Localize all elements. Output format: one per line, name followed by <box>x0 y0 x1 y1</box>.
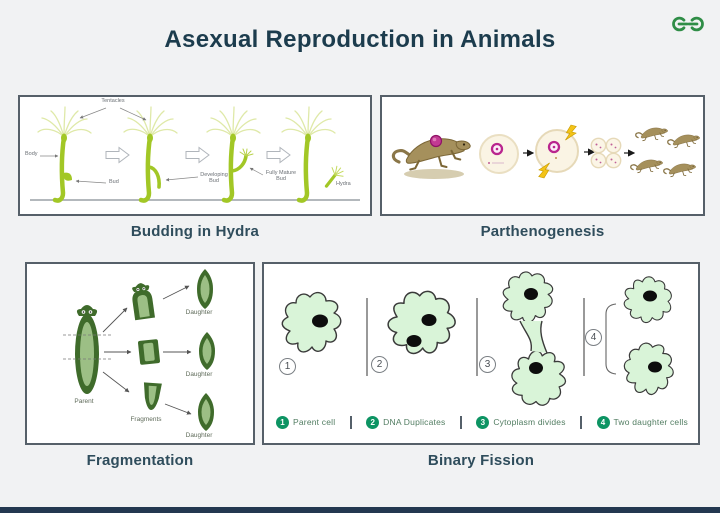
legend-number-badge: 1 <box>276 415 289 429</box>
geeksforgeeks-icon <box>672 16 704 32</box>
label-developing-bud: Developing Bud <box>200 172 228 185</box>
label-daughter-2: Daughter <box>185 371 213 378</box>
panel-parthenogenesis <box>380 95 705 216</box>
caption-budding: Budding in Hydra <box>130 223 260 240</box>
legend-divider <box>350 415 352 429</box>
page-title: Asexual Reproduction in Animals <box>164 26 556 53</box>
caption-fragmentation: Fragmentation <box>86 452 194 469</box>
parthenogenesis-diagram <box>391 124 701 179</box>
fragmentation-diagram <box>63 269 215 431</box>
label-daughter-1: Daughter <box>185 309 213 316</box>
panel-binary-fission: 1 2 3 4 1 Parent cell 2 DNA Duplicates 3… <box>262 262 700 445</box>
binary-fission-diagram <box>281 265 683 409</box>
caption-parthenogenesis: Parthenogenesis <box>480 223 605 240</box>
label-body: Body <box>25 151 38 157</box>
label-fully-mature-bud: Fully Mature Bud <box>265 170 297 183</box>
footer-bar <box>0 507 720 513</box>
legend-item-dna-duplicates: 2 DNA Duplicates <box>366 415 445 429</box>
legend-divider <box>460 415 462 429</box>
label-daughter-3: Daughter <box>185 432 213 439</box>
label-hydra: Hydra <box>336 181 351 187</box>
legend-number-badge: 4 <box>596 415 610 429</box>
caption-binary-fission: Binary Fission <box>427 452 535 469</box>
legend-divider <box>580 415 582 429</box>
legend-item-cytoplasm-divides: 3 Cytoplasm divides <box>476 415 565 429</box>
label-bud: Bud <box>109 179 119 185</box>
label-fragments: Fragments <box>130 416 162 423</box>
panel-budding: Tentacles Body Bud Developing Bud Fully … <box>18 95 372 216</box>
panel-fragmentation: Parent Fragments Daughter Daughter Daugh… <box>25 262 255 445</box>
stage-marker-4: 4 <box>585 329 602 346</box>
label-parent: Parent <box>74 398 94 405</box>
legend-item-parent-cell: 1 Parent cell <box>276 415 335 429</box>
label-tentacles: Tentacles <box>101 98 125 104</box>
legend-number-badge: 3 <box>476 415 490 429</box>
binary-fission-legend: 1 Parent cell 2 DNA Duplicates 3 Cytopla… <box>276 413 688 431</box>
legend-item-two-daughter-cells: 4 Two daughter cells <box>596 415 688 429</box>
stage-marker-2: 2 <box>371 356 388 373</box>
stage-marker-1: 1 <box>279 358 296 375</box>
stage-marker-3: 3 <box>479 356 496 373</box>
legend-number-badge: 2 <box>366 415 380 429</box>
budding-diagram <box>30 97 360 214</box>
